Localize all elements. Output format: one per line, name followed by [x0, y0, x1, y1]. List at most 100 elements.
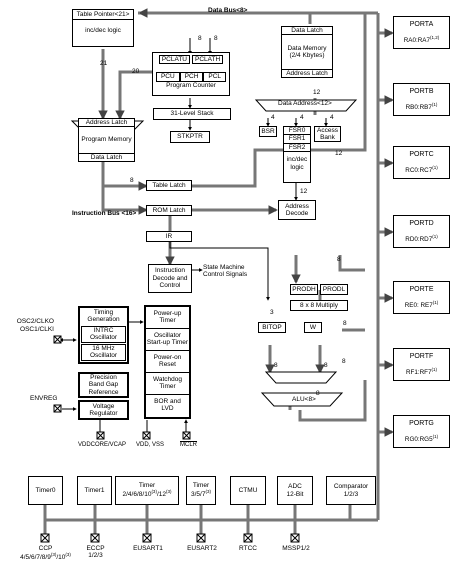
peripheral-label: RTCC: [239, 545, 257, 552]
address-decode-2: Decode: [285, 210, 309, 217]
incdec-logic-2: logic: [290, 163, 304, 171]
intrc-2: Oscillator: [89, 334, 118, 342]
pcu-register: PCU: [155, 72, 180, 82]
bus-width-8g: 8: [324, 362, 328, 369]
peripheral-label: CCP: [38, 545, 53, 552]
port-pin-range: RC0:RC7: [405, 166, 433, 174]
dm-memory-line1: Data Memory: [287, 44, 327, 52]
fsr-registers: FSR0 FSR1 FSR2 inc/dec logic: [283, 126, 311, 183]
port-portb: PORTB RB0:RB7(1): [393, 83, 450, 116]
port-name: PORTA: [409, 20, 434, 28]
port-pins: RA0:RA7(1,2): [404, 35, 440, 44]
port-footnote: (1,2): [429, 34, 440, 40]
fsr2-register: FSR2: [284, 144, 310, 153]
bitop: BITOP: [258, 322, 286, 333]
peripheral-sub: 4/5/6/7/8/9(3)/10(3): [8, 552, 83, 561]
peripheral-sub-text: 4/5/6/7/8/9: [20, 554, 51, 562]
peripheral-footnote-b: (3): [65, 552, 71, 557]
dm-data-latch: Data Latch: [282, 27, 332, 36]
peripheral-sub-text: 3/5/7: [191, 491, 206, 499]
peripheral-label: MSSP1/2: [282, 545, 310, 552]
bandgap-2: Band Gap: [88, 381, 119, 389]
data-bus-label: Data Bus<8>: [208, 7, 248, 14]
port-pin-range: RG0:RG5: [404, 435, 433, 443]
decode-line3: Control: [159, 282, 181, 290]
access-bank-2: Bank: [320, 134, 335, 141]
port-pin-range: RA0:RA7: [403, 36, 430, 44]
dm-address-latch: Address Latch: [282, 68, 332, 77]
bus-width-4b: 4: [330, 114, 334, 121]
bus-width-4a: 4: [271, 114, 275, 121]
peripheral-sub: 12-Bit: [287, 491, 304, 498]
bus-width-12b: 12: [300, 188, 308, 195]
port-footnote: (1): [431, 366, 438, 372]
multiply-8x8: 8 x 8 Multiply: [290, 300, 348, 311]
port-pin-range: RB0:RB7: [405, 103, 432, 111]
peripheral-footnote: (3): [151, 489, 157, 495]
bandgap-3: Reference: [88, 388, 119, 396]
port-name: PORTC: [409, 150, 434, 158]
address-decode-1: Address: [285, 202, 309, 210]
peripheral-mssp1-2: MSSP1/2: [278, 545, 314, 552]
pclath-register: PCLATH: [192, 55, 224, 65]
w-register: W: [304, 322, 322, 333]
peripheral-sub-text: 1/2/3: [343, 490, 359, 498]
dm-memory-line2: (2/4 Kbytes): [289, 52, 325, 59]
port-name: PORTB: [409, 87, 434, 95]
osc2-pin-label: OSC2/CLKO: [16, 318, 54, 325]
timing-1: Timing: [93, 309, 114, 316]
bus-width-8a: 8: [198, 35, 202, 42]
incdec-logic-1: inc/dec: [286, 156, 308, 164]
bus-width-8b: 8: [214, 35, 218, 42]
powerup-timer-1: Power-up: [153, 310, 182, 317]
port-name: PORTE: [409, 285, 434, 293]
peripheral-label: CTMU: [238, 486, 258, 494]
wdt-2: Timer: [159, 383, 176, 391]
pch-register: PCH: [179, 72, 204, 82]
port-pins: RB0:RB7(1): [406, 102, 438, 111]
peripheral-label: EUSART2: [187, 545, 217, 552]
data-address-label: Data Address<12>: [278, 100, 332, 107]
mhz-2: Oscillator: [89, 352, 118, 360]
peripheral-footnote: (3): [50, 552, 57, 557]
port-pins: RG0:RG5(1): [405, 434, 438, 443]
bandgap-1: Precision: [90, 373, 117, 381]
por-1: Power-on: [153, 353, 182, 361]
port-pins: RD0:RD7(1): [405, 234, 437, 243]
table-pointer-logic: inc/dec logic: [85, 27, 121, 35]
bus-width-21: 21: [100, 60, 108, 67]
rom-latch: ROM Latch: [146, 205, 192, 216]
vreg-2: Regulator: [89, 410, 118, 417]
decode-line1: Instruction: [155, 267, 185, 275]
bsr-register: BSR: [259, 126, 277, 137]
band-gap-reference: Precision Band Gap Reference: [78, 372, 129, 398]
state-machine-line1: State Machine: [203, 264, 245, 271]
state-machine-label: State Machine Control Signals: [203, 264, 247, 279]
peripheral-label: ECCP: [86, 545, 105, 552]
wdt-1: Watchdog: [152, 375, 183, 383]
bus-width-12c: 12: [335, 150, 343, 157]
decode-line2: Decode and: [152, 274, 188, 282]
vddcore-label: VDDCORE/VCAP: [78, 442, 127, 448]
peripheral-footnote-b: (3): [165, 489, 172, 495]
port-footnote: (1): [432, 433, 439, 439]
pm-address-latch: Address Latch: [79, 119, 134, 128]
ost-2: Start-up Timer: [146, 339, 189, 347]
port-pin-range: RF1:RF7: [405, 368, 432, 376]
timing-2: Generation: [87, 316, 120, 324]
bus-width-4c: 4: [300, 114, 304, 121]
port-footnote: (1): [432, 233, 438, 239]
bus-width-8d: 8: [337, 256, 341, 263]
peripheral-rtcc: RTCC: [230, 545, 266, 552]
